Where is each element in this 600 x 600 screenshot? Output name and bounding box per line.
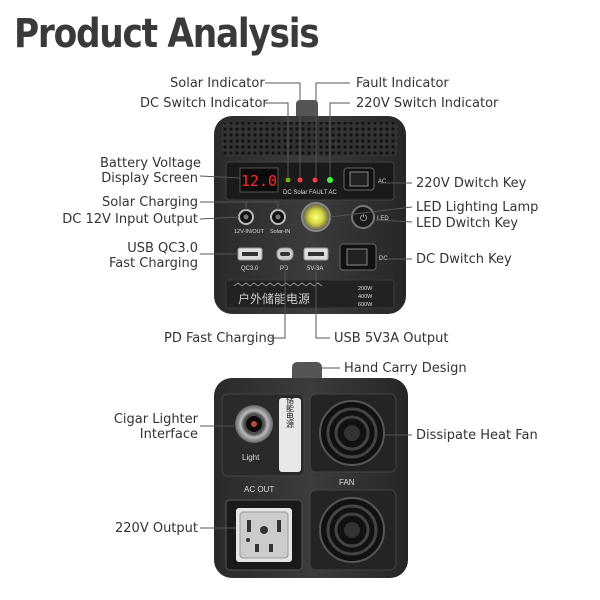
callout-220v-key: 220V Dwitch Key xyxy=(416,176,527,191)
callout-dc-key: DC Dwitch Key xyxy=(416,252,512,267)
spec-200w: 200W xyxy=(358,286,373,292)
callout-cigar-line1: Cigar Lighter xyxy=(113,412,198,427)
ac-switch-label: AC xyxy=(378,179,387,185)
callout-220v-switch-indicator: 220V Switch Indicator xyxy=(356,96,499,111)
back-panel: Light 储能电源 FAN AC OUT xyxy=(214,362,408,578)
ac-out-label: AC OUT xyxy=(244,485,274,494)
indicator-labels: DC Solar FAULT AC xyxy=(283,190,337,196)
port-12v-label: 12V-IN/OUT xyxy=(234,229,265,235)
callout-battery-voltage-line2: Display Screen xyxy=(101,171,198,186)
callout-led-lamp: LED Lighting Lamp xyxy=(416,200,539,215)
callout-cigar-line2: Interface xyxy=(139,427,198,442)
spec-400w: 400W xyxy=(358,294,373,300)
callout-usb-qc-line2: Fast Charging xyxy=(108,256,198,271)
5v-label: 5V-3A xyxy=(307,266,323,272)
solar-indicator-led xyxy=(297,177,303,183)
callout-dc-switch-indicator: DC Switch Indicator xyxy=(140,96,268,111)
voltage-display-value: 12.0 xyxy=(241,172,277,190)
callout-solar-indicator: Solar Indicator xyxy=(170,76,265,91)
voltage-display xyxy=(239,167,279,193)
spec-600w: 600W xyxy=(358,302,373,308)
callout-heat-fan: Dissipate Heat Fan xyxy=(416,428,538,443)
callout-fault-indicator: Fault Indicator xyxy=(356,76,449,91)
callout-usb-5v3a: USB 5V3A Output xyxy=(334,331,449,346)
led-lamp xyxy=(301,202,331,232)
dc-indicator-led xyxy=(285,177,291,183)
leader-lines xyxy=(199,82,413,529)
callout-dc-input-output: DC 12V Input Output xyxy=(62,212,198,227)
callout-solar-charging: Solar Charging xyxy=(101,195,198,210)
side-label: 储能电源 xyxy=(286,395,295,429)
fault-indicator-led xyxy=(312,177,318,183)
callout-led-key: LED Dwitch Key xyxy=(416,216,519,231)
carry-handle xyxy=(292,362,322,382)
fan-label: FAN xyxy=(339,478,355,487)
led-switch-label: LED xyxy=(377,216,389,222)
callout-battery-voltage-line1: Battery Voltage xyxy=(100,156,202,171)
callout-usb-qc-line1: USB QC3.0 xyxy=(127,241,198,256)
qc-label: QC3.0 xyxy=(241,266,259,272)
callout-220v-output: 220V Output xyxy=(115,521,198,536)
svg-text:⏻: ⏻ xyxy=(360,213,367,224)
led-switch[interactable] xyxy=(351,205,375,229)
light-label: Light xyxy=(242,453,260,462)
page-title: Product Analysis xyxy=(14,11,320,57)
callout-hand-carry: Hand Carry Design xyxy=(344,361,467,376)
brand-text: 户外储能电源 xyxy=(238,291,310,306)
port-solar-label: Solar-IN xyxy=(270,229,290,235)
ac-indicator-led xyxy=(327,177,333,183)
callout-pd-fast: PD Fast Charging xyxy=(164,331,275,346)
front-panel: 12.0 DC Solar FAULT AC AC 12V-IN/OUT Sol… xyxy=(214,100,406,314)
